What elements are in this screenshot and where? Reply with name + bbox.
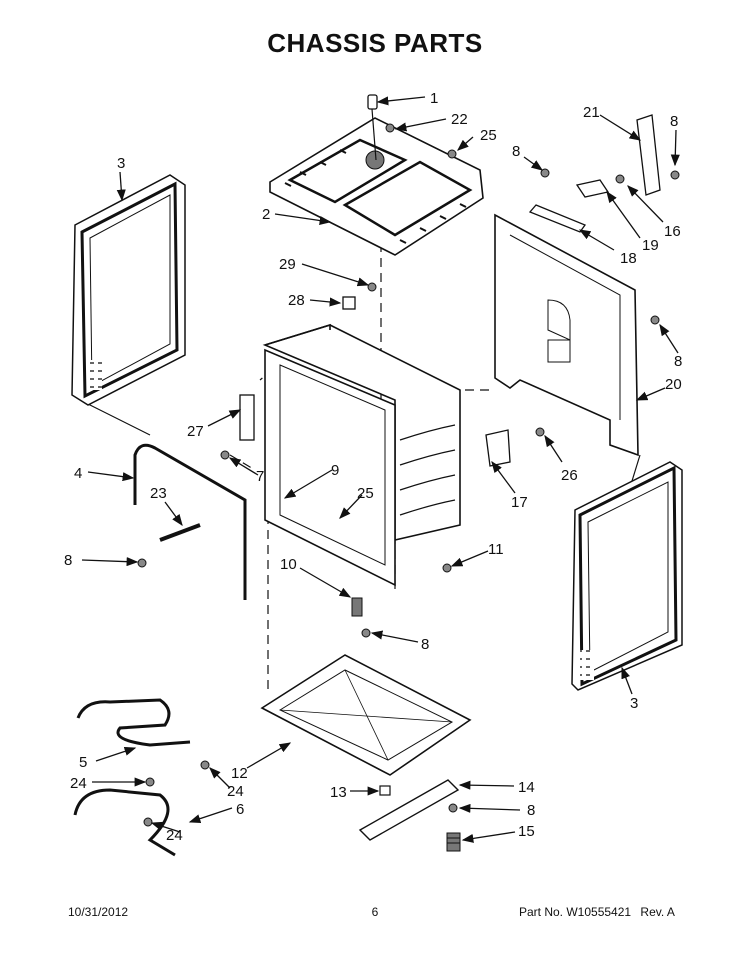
callout-16: 16 — [664, 223, 681, 240]
footer-page-number: 6 — [371, 905, 379, 919]
clip-10 — [351, 597, 363, 617]
callout-5: 5 — [79, 754, 87, 771]
back-panel — [494, 213, 639, 457]
harness-23 — [159, 523, 201, 542]
callout-4: 4 — [74, 465, 82, 482]
callout-1: 1 — [430, 90, 438, 107]
bake-element-6 — [73, 788, 176, 857]
leveling-foot-15 — [446, 832, 461, 852]
callout-11: 11 — [488, 541, 504, 558]
side-panel-right — [571, 461, 683, 691]
bracket-27 — [239, 394, 255, 441]
callout-22: 22 — [451, 111, 468, 128]
screws — [137, 123, 680, 827]
callout-7: 7 — [256, 468, 264, 485]
callout-27: 27 — [187, 423, 204, 440]
callout-8: 8 — [670, 113, 678, 130]
callout-8: 8 — [421, 636, 429, 653]
callout-24: 24 — [70, 775, 87, 792]
footer-part-no: Part No. W10555421 — [519, 905, 632, 919]
callout-8: 8 — [527, 802, 535, 819]
brackets-top-right — [528, 114, 661, 233]
footer-part-info: Part No. W10555421 Rev. A — [519, 905, 675, 919]
callout-23: 23 — [150, 485, 167, 502]
side-panel-left — [71, 174, 186, 406]
callout-14: 14 — [518, 779, 535, 796]
callout-12: 12 — [231, 765, 248, 782]
clip-28 — [342, 296, 356, 310]
cooktop-post — [367, 94, 378, 161]
callout-8: 8 — [64, 552, 72, 569]
callout-28: 28 — [288, 292, 305, 309]
callout-3: 3 — [630, 695, 638, 712]
rail-14 — [358, 779, 460, 841]
oven-cavity — [262, 323, 461, 587]
cooktop — [269, 117, 484, 256]
callout-29: 29 — [279, 256, 296, 273]
bottom-pan — [260, 654, 472, 776]
leader-arrows — [81, 96, 680, 843]
callout-15: 15 — [518, 823, 535, 840]
callout-3: 3 — [117, 155, 125, 172]
callout-18: 18 — [620, 250, 637, 267]
callout-25: 25 — [480, 127, 497, 144]
bracket-17 — [485, 429, 511, 467]
callout-10: 10 — [280, 556, 297, 573]
callout-8: 8 — [512, 143, 520, 160]
footer-date: 10/31/2012 — [68, 905, 129, 919]
callout-6: 6 — [236, 801, 244, 818]
callout-19: 19 — [642, 237, 659, 254]
callout-8: 8 — [674, 353, 682, 370]
callout-13: 13 — [330, 784, 347, 801]
callouts: 1 22 25 21 8 3 8 16 2 19 18 29 28 8 20 2… — [64, 90, 682, 844]
callout-24: 24 — [227, 783, 244, 800]
cord-4 — [133, 443, 247, 600]
callout-24: 24 — [166, 827, 183, 844]
callout-9: 9 — [331, 462, 339, 479]
part-13 — [379, 785, 391, 796]
callout-21: 21 — [583, 104, 600, 121]
callout-25: 25 — [357, 485, 374, 502]
callout-26: 26 — [561, 467, 578, 484]
callout-20: 20 — [665, 376, 682, 393]
page-title: CHASSIS PARTS — [267, 28, 483, 58]
broil-element-5 — [76, 698, 191, 747]
callout-17: 17 — [511, 494, 528, 511]
callout-2: 2 — [262, 206, 270, 223]
footer-rev: Rev. A — [640, 905, 675, 919]
